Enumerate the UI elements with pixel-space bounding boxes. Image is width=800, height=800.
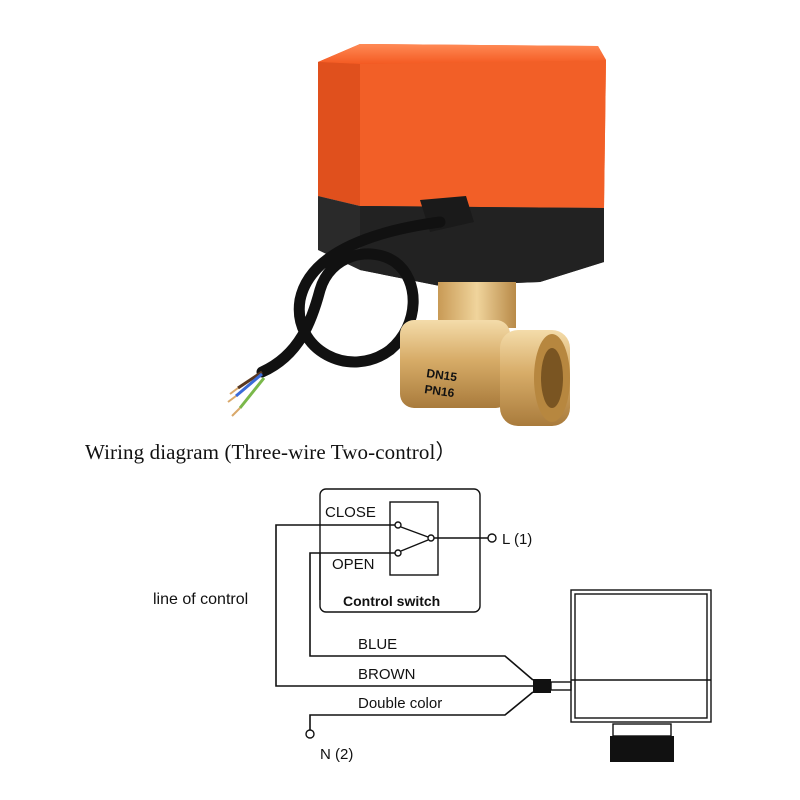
valve-body	[400, 320, 570, 426]
brown-wire	[275, 524, 533, 687]
actuator-cover	[318, 44, 606, 208]
brown-label: BROWN	[358, 666, 416, 683]
valve-marking-pn: PN16	[424, 382, 456, 400]
blue-label: BLUE	[358, 636, 397, 653]
actuator-outline	[533, 589, 712, 762]
wiring-diagram-caption: Wiring diagram (Three-wire Two-control）	[85, 440, 457, 464]
blue-wire	[309, 552, 534, 681]
l-terminal	[487, 533, 497, 543]
l-label: L (1)	[502, 531, 532, 548]
control-switch-box	[319, 488, 481, 613]
valve-product-image: DN15 PN16	[227, 44, 606, 426]
open-label: OPEN	[332, 556, 375, 573]
valve-marking-dn: DN15	[426, 366, 459, 384]
control-switch-label: Control switch	[343, 593, 440, 609]
double-color-label: Double color	[358, 695, 442, 712]
line-of-control-label: line of control	[153, 591, 248, 608]
n-terminal	[305, 729, 315, 739]
close-label: CLOSE	[325, 504, 376, 521]
double-color-wire	[309, 691, 534, 730]
n-label: N (2)	[320, 746, 353, 763]
